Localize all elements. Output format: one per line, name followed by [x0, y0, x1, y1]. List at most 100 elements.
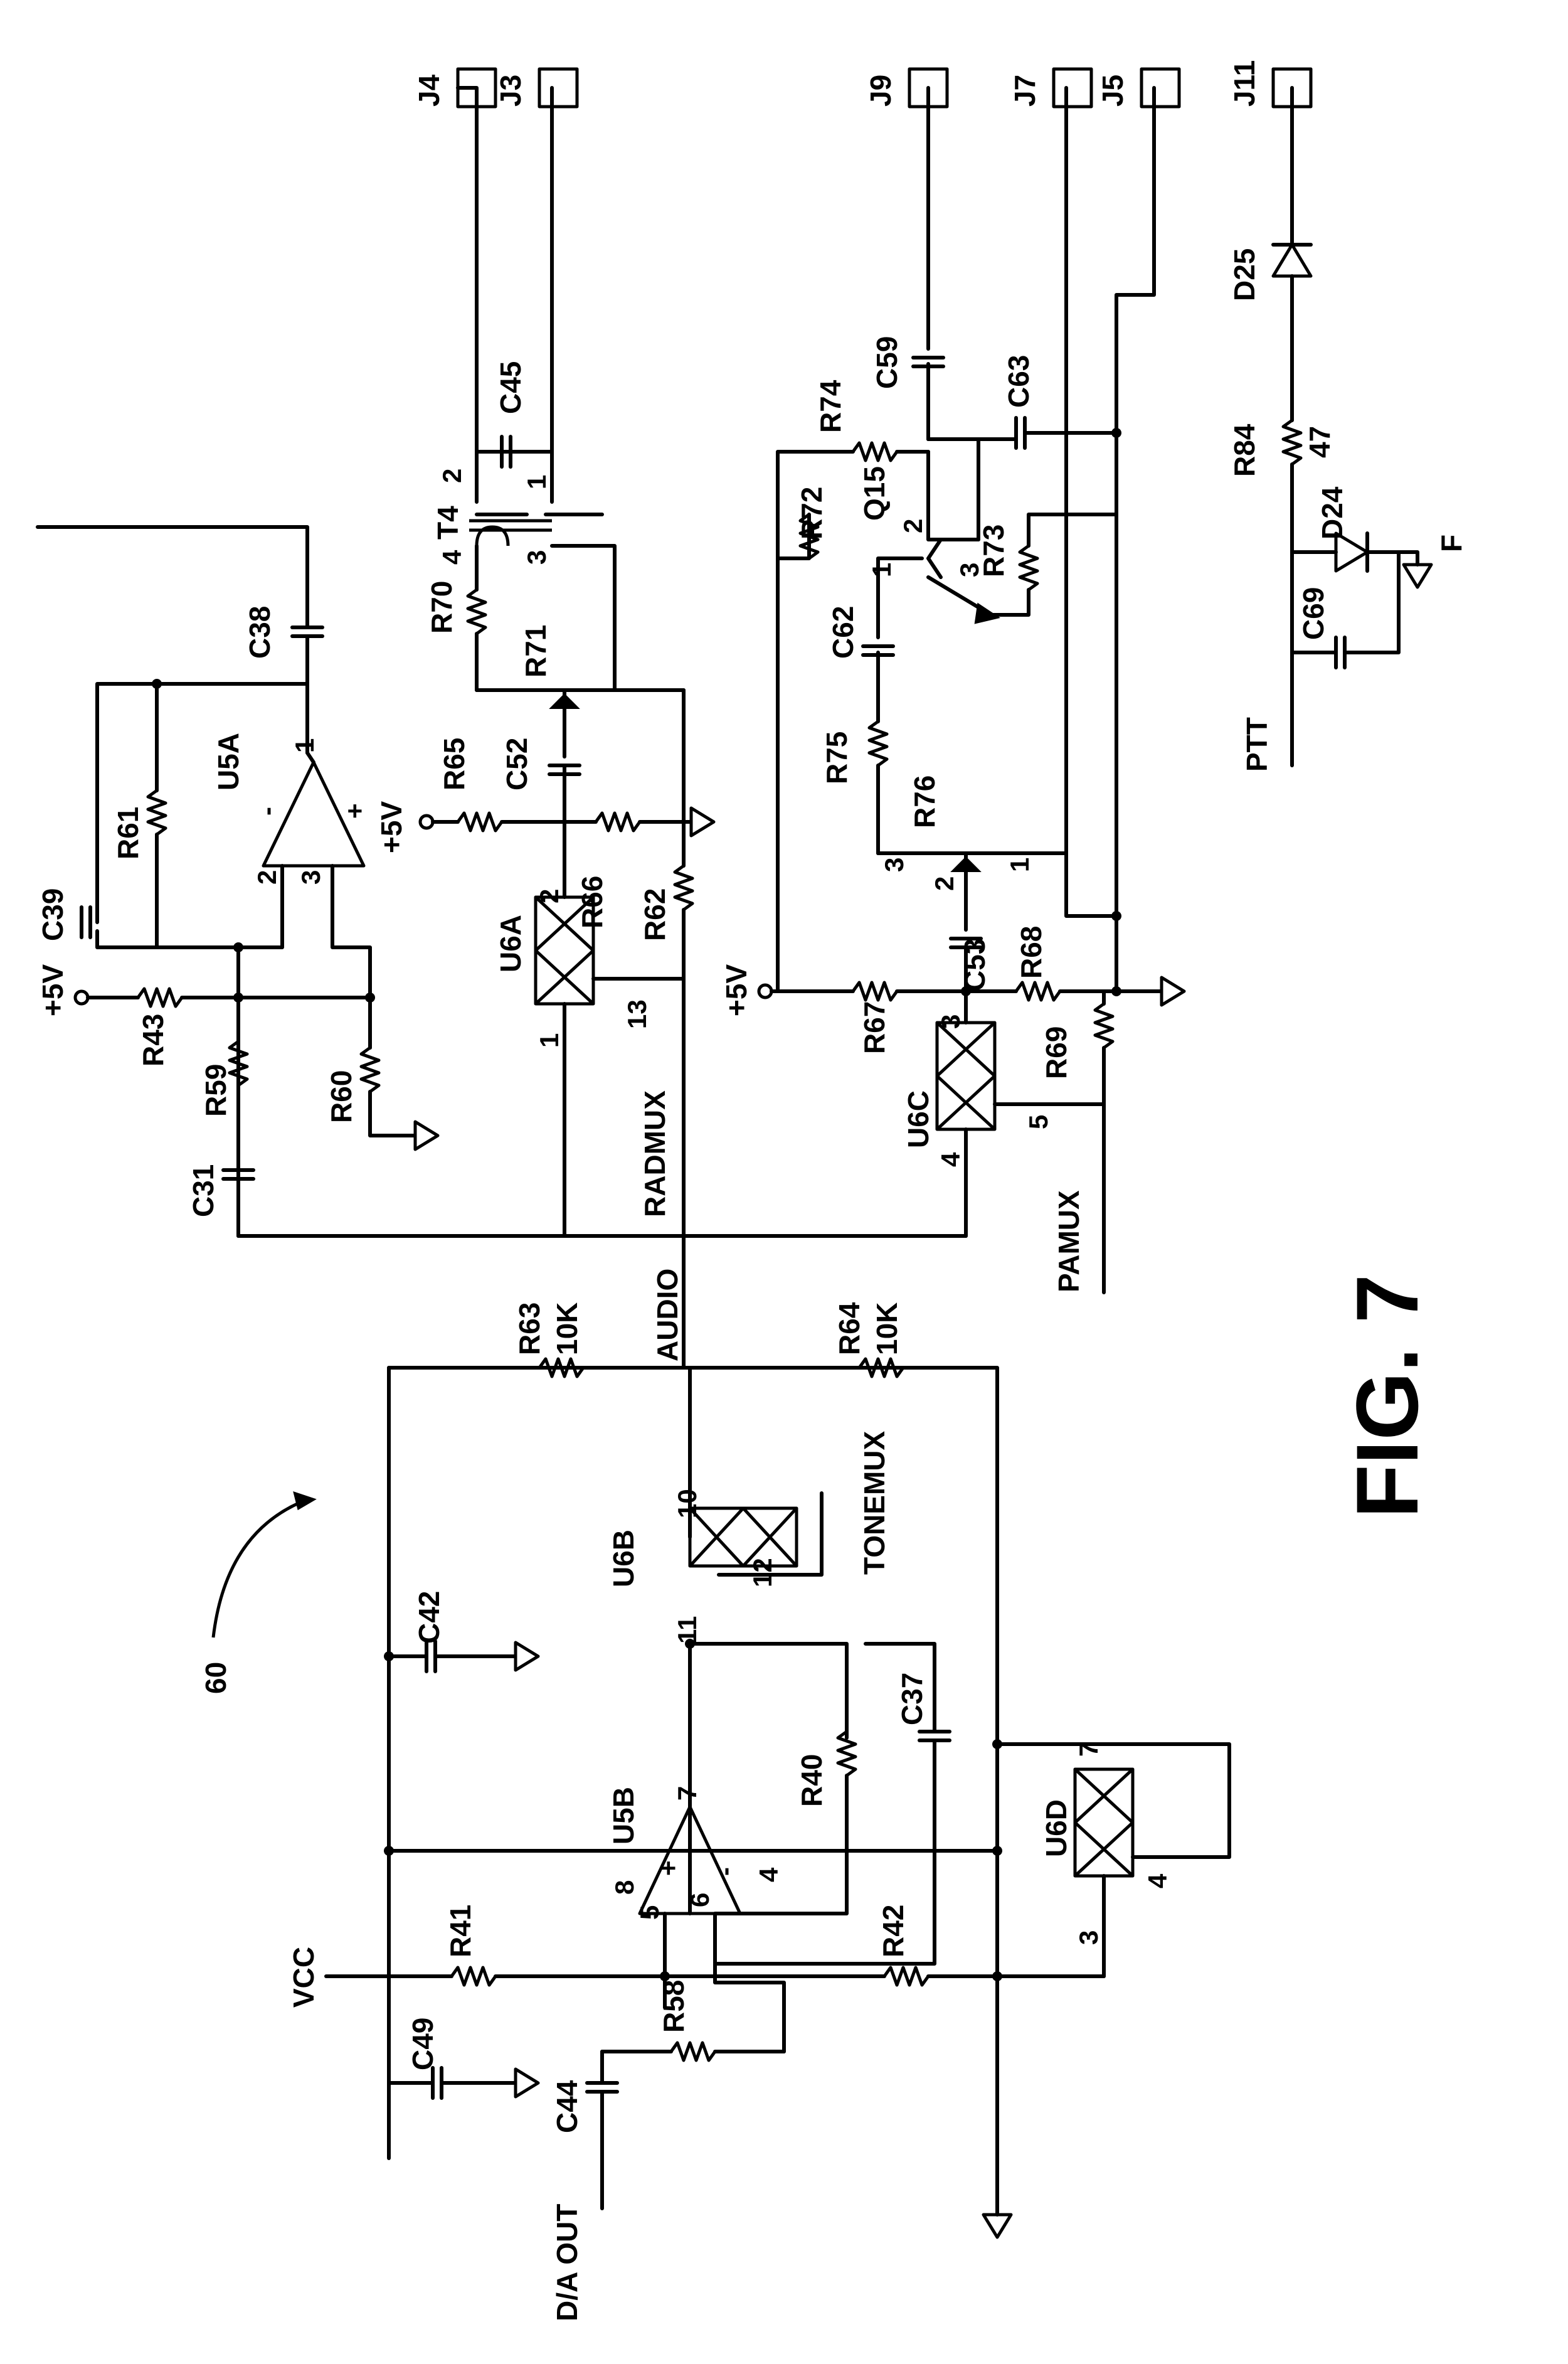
label-u6c: U6C: [902, 1090, 935, 1148]
pin-u5a-2: 2: [252, 870, 282, 885]
label-c45: C45: [494, 361, 527, 414]
pin-q15-2: 2: [898, 519, 928, 533]
label-c53: C53: [958, 939, 991, 991]
pin-u6a-13: 13: [622, 999, 652, 1029]
label-f: F: [1435, 535, 1468, 552]
label-pamux: PAMUX: [1052, 1190, 1085, 1292]
label-r73: R73: [977, 524, 1010, 577]
label-r60: R60: [325, 1070, 358, 1123]
pin-u6b-12: 12: [748, 1558, 777, 1587]
label-c49: C49: [406, 2018, 439, 2070]
label-j3: J3: [494, 75, 527, 107]
pin-t4-4: 4: [437, 550, 467, 565]
label-r66: R66: [576, 876, 608, 929]
label-da-out: D/A OUT: [551, 2204, 583, 2321]
pin-r76-1: 1: [1005, 858, 1034, 872]
label-audio: AUDIO: [651, 1269, 684, 1361]
label-r70: R70: [425, 581, 458, 634]
label-j11: J11: [1228, 60, 1261, 107]
label-r64-value: 10K: [871, 1302, 903, 1355]
label-j4: J4: [413, 74, 445, 107]
pin-u5b-minus: -: [710, 1867, 739, 1876]
label-c69: C69: [1297, 587, 1330, 640]
label-r62: R62: [638, 888, 671, 941]
label-u6b: U6B: [607, 1530, 640, 1587]
pin-u6c-3: 3: [936, 1014, 965, 1029]
pin-u6d-7: 7: [1074, 1742, 1103, 1757]
pin-u5b-7: 7: [672, 1786, 702, 1801]
label-c59: C59: [871, 336, 903, 389]
pin-t4-2: 2: [437, 469, 467, 483]
u5a-section: [36, 525, 968, 1238]
pin-r76-3: 3: [879, 858, 909, 872]
figure-title: FIG. 7: [1338, 1274, 1436, 1518]
label-j7: J7: [1009, 75, 1041, 107]
label-r75: R75: [820, 732, 853, 784]
label-r63: R63: [513, 1302, 546, 1355]
pin-u6b-11: 11: [672, 1616, 702, 1644]
component-labels: J4 J3 J9 J7 J5 J11 C38 U5A R61 C39 1 2 3…: [36, 60, 1468, 2321]
label-u5b: U5B: [607, 1787, 640, 1845]
label-r41: R41: [444, 1905, 477, 1957]
label-j9: J9: [864, 75, 897, 107]
label-r61: R61: [112, 807, 144, 860]
label-d25: D25: [1228, 248, 1261, 301]
label-j5: J5: [1096, 75, 1129, 107]
label-c39: C39: [36, 888, 69, 941]
u5b-section: [211, 1234, 1231, 2237]
label-c42: C42: [413, 1591, 445, 1644]
label-r76: R76: [908, 775, 941, 828]
label-r72: R72: [795, 487, 828, 540]
pin-u6c-4: 4: [936, 1152, 965, 1167]
u6c-section: [757, 69, 1184, 1294]
ptt-section: [1271, 69, 1431, 767]
label-c31: C31: [187, 1164, 220, 1217]
label-d24: D24: [1316, 486, 1348, 540]
pin-u6d-3: 3: [1074, 1930, 1103, 1945]
label-q15: Q15: [858, 466, 891, 521]
pin-t4-1: 1: [522, 475, 551, 489]
label-radmux: RADMUX: [638, 1090, 671, 1217]
pin-u6b-10: 10: [672, 1489, 702, 1518]
pin-u5b-6: 6: [685, 1893, 714, 1907]
u5b-opamp: [638, 1805, 742, 1915]
label-r40: R40: [795, 1754, 828, 1807]
label-r68: R68: [1015, 926, 1047, 979]
pin-r76-2: 2: [930, 876, 959, 891]
label-r43: R43: [137, 1014, 169, 1067]
pin-u5b-4: 4: [754, 1867, 783, 1882]
label-r63-value: 10K: [551, 1302, 583, 1355]
label-vcc: VCC: [287, 1947, 320, 2008]
pin-u5a-3: 3: [296, 870, 326, 885]
label-r42: R42: [877, 1905, 909, 1957]
pin-u5b-plus: +: [654, 1860, 683, 1876]
label-ref-60: 60: [199, 1662, 232, 1694]
pin-u5b-8: 8: [610, 1880, 639, 1895]
label-c62: C62: [827, 606, 859, 659]
pin-u6a-2: 2: [534, 889, 564, 903]
pin-u5a-plus: +: [340, 803, 369, 819]
pin-u6c-5: 5: [1024, 1115, 1053, 1129]
pin-u5b-5: 5: [635, 1905, 664, 1920]
pin-t4-3: 3: [522, 550, 551, 565]
label-u6d: U6D: [1040, 1799, 1073, 1857]
label-ptt: PTT: [1241, 717, 1273, 772]
u6a-section: [418, 69, 714, 1238]
label-r64: R64: [833, 1302, 866, 1355]
label-tonemux: TONEMUX: [858, 1431, 891, 1575]
label-c52: C52: [501, 738, 533, 791]
label-t4: T4: [432, 506, 464, 540]
label-u5a: U5A: [212, 733, 245, 791]
label-plus5v-2: +5V: [375, 801, 408, 853]
label-r67: R67: [858, 1001, 891, 1054]
pin-u6d-4: 4: [1143, 1873, 1172, 1888]
label-r58: R58: [657, 1980, 690, 2033]
pin-u5a-1: 1: [290, 738, 319, 753]
label-c44: C44: [551, 2080, 583, 2133]
label-r84-value: 47: [1303, 426, 1336, 458]
label-r71: R71: [519, 625, 552, 678]
u5a-opamp: [262, 760, 366, 868]
pin-q15-1: 1: [867, 563, 896, 577]
